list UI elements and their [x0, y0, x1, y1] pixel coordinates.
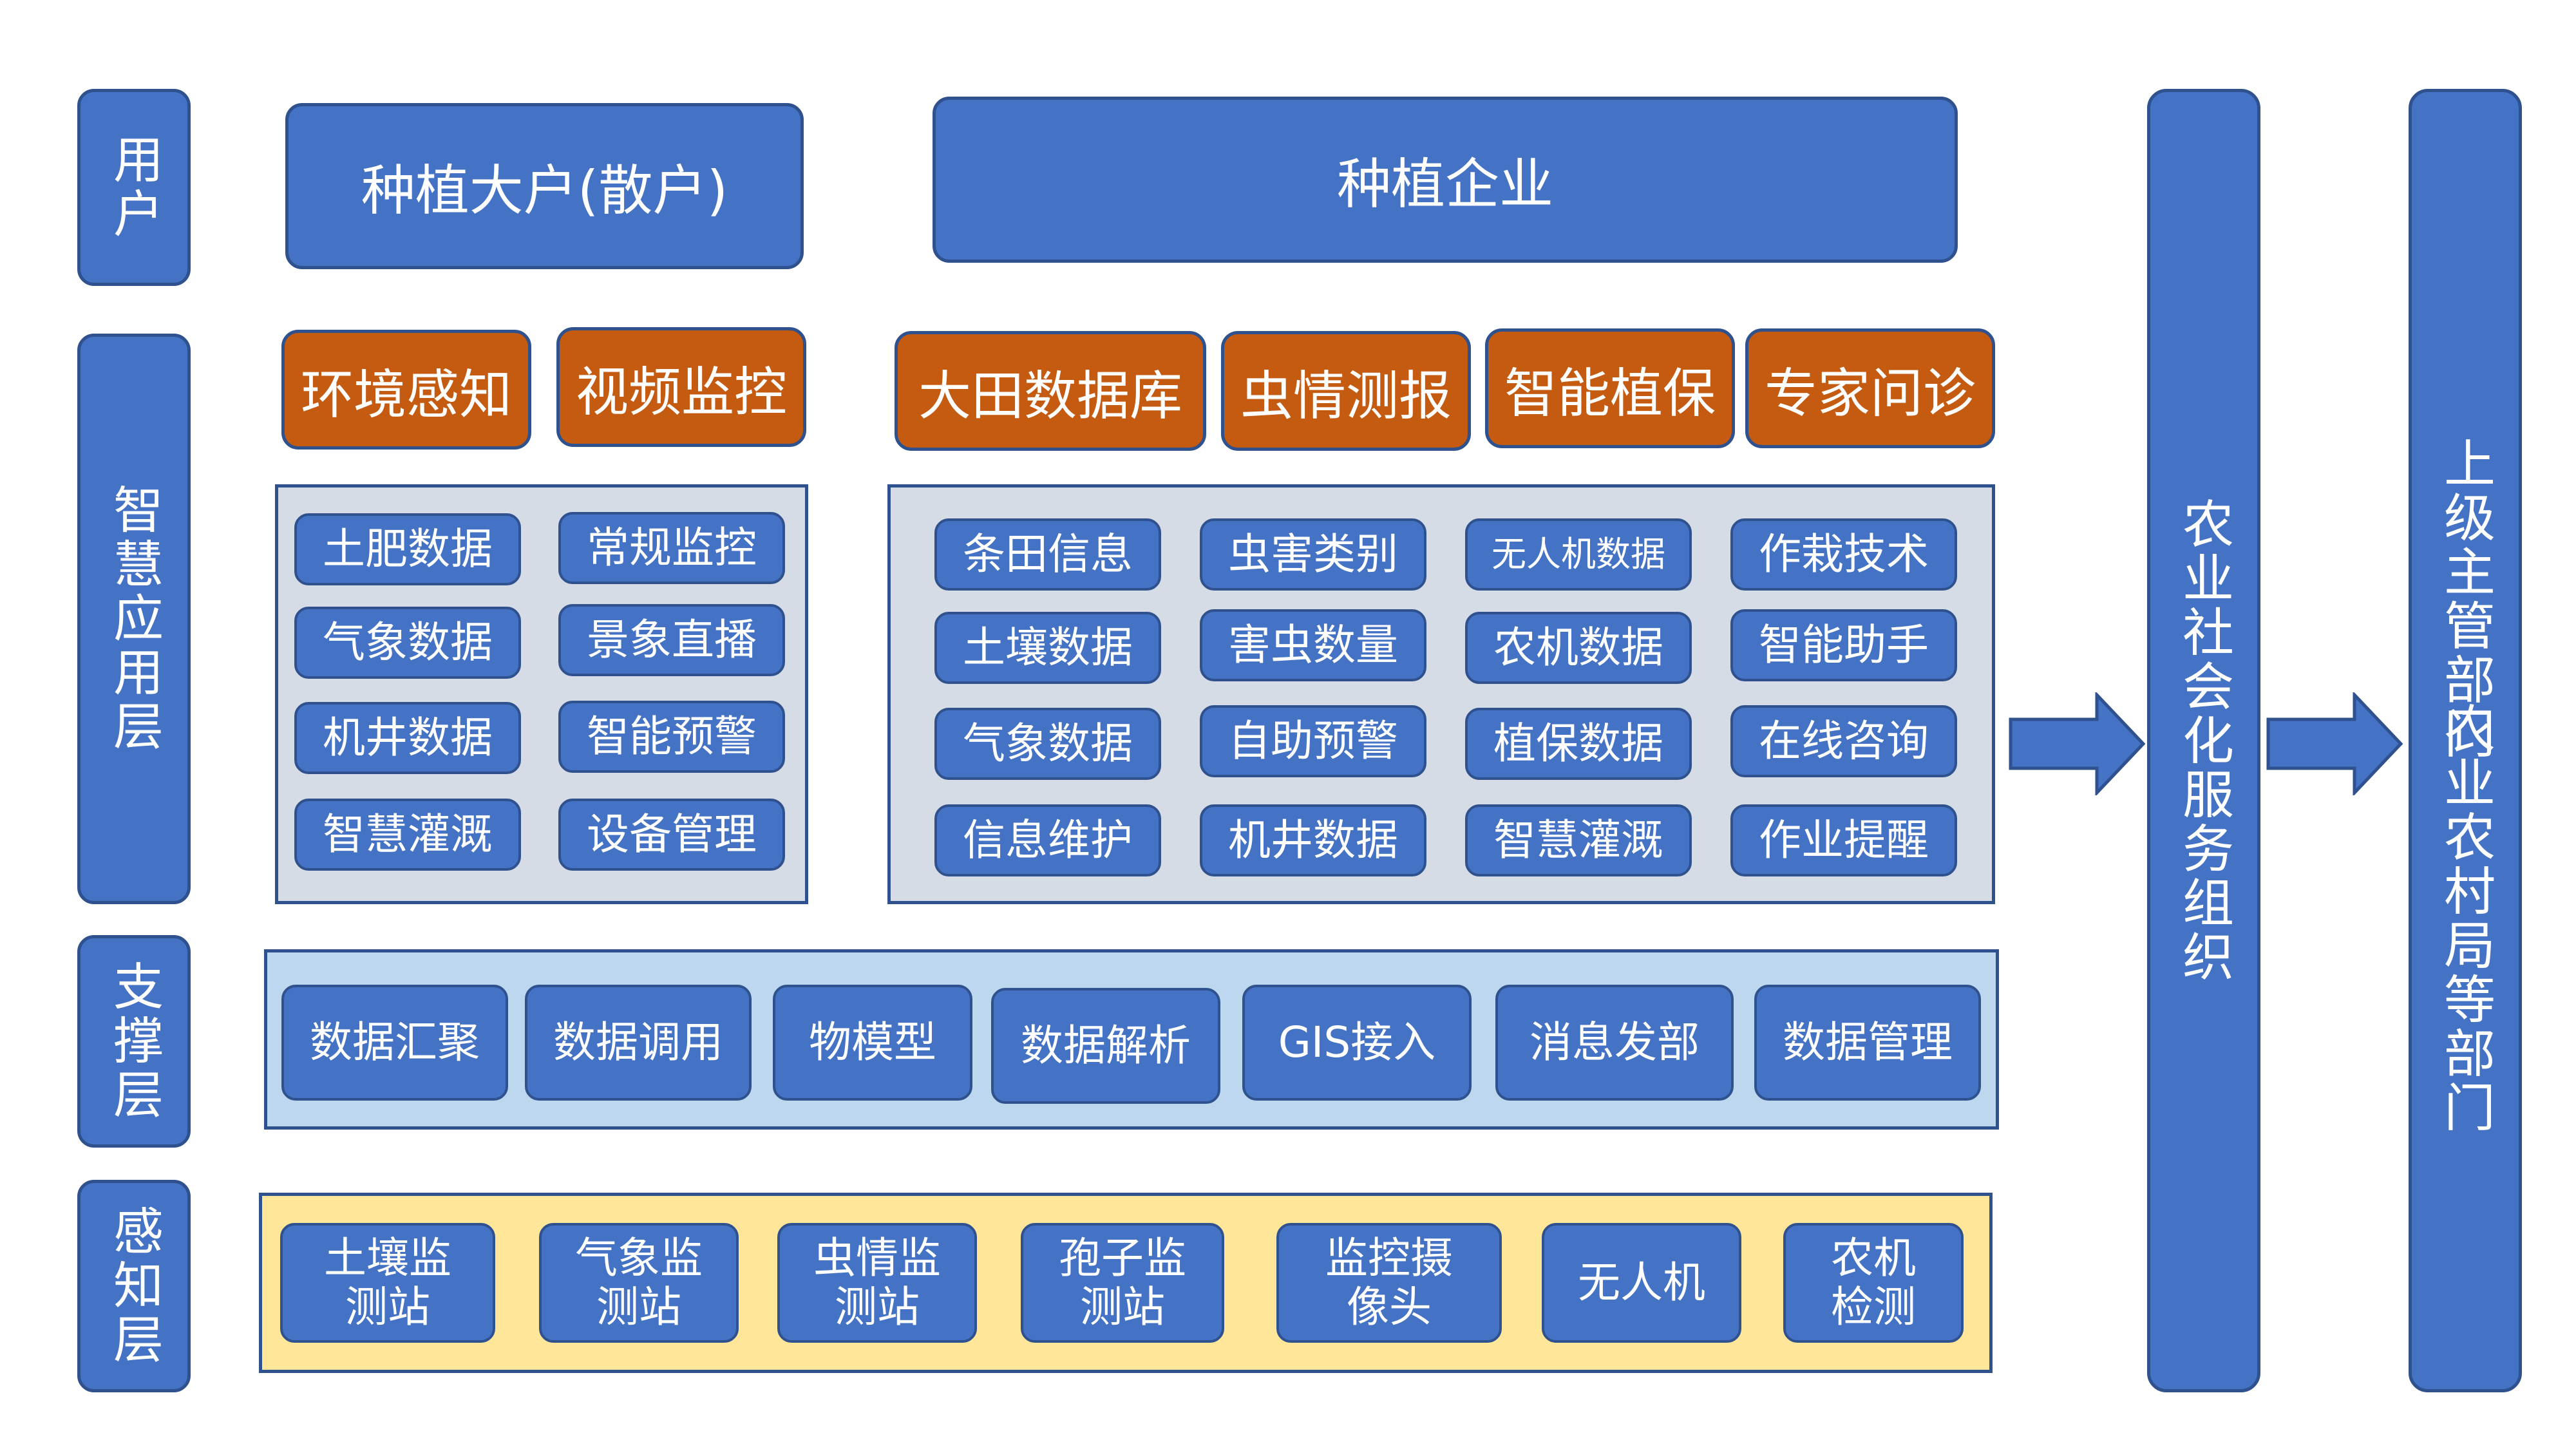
arrow-right-icon: [2009, 692, 2146, 795]
user-large-grower: 种植大户(散户): [285, 103, 804, 269]
app-tag-plant-protect: 智能植保: [1485, 328, 1735, 448]
app-tag-field-db: 大田数据库: [895, 331, 1206, 451]
app-left-item: 智慧灌溉: [294, 799, 521, 871]
app-right-item: 在线咨询: [1730, 705, 1957, 777]
app-tag-video: 视频监控: [556, 327, 806, 447]
app-left-item: 气象数据: [294, 607, 521, 679]
app-left-item: 智能预警: [558, 701, 785, 773]
support-item: 数据解析: [991, 988, 1220, 1104]
app-right-item: 土壤数据: [934, 612, 1161, 684]
app-left-panel: 土肥数据 常规监控 气象数据 景象直播 机井数据 智能预警 智慧灌溉 设备管理: [275, 484, 808, 904]
app-tag-environment: 环境感知: [281, 330, 531, 450]
arrow-right-icon: [2266, 692, 2403, 795]
authority-column: 上级主管部门: [2409, 89, 2522, 1392]
support-item: 数据管理: [1754, 985, 1981, 1101]
app-right-item: 植保数据: [1465, 708, 1692, 780]
perception-item: 无人机: [1542, 1223, 1741, 1343]
support-item: GIS接入: [1242, 985, 1472, 1101]
perception-item: 孢子监 测站: [1021, 1223, 1224, 1343]
perception-item: 虫情监 测站: [777, 1223, 977, 1343]
layer-label-user: 用户: [77, 89, 191, 286]
app-right-item: 作栽技术: [1730, 518, 1957, 591]
perception-item: 气象监 测站: [539, 1223, 739, 1343]
app-left-item: 常规监控: [558, 512, 785, 584]
support-item: 物模型: [773, 985, 972, 1101]
authority-top-label: 上级主管部门: [2436, 437, 2496, 761]
app-right-item: 自助预警: [1200, 705, 1426, 777]
perception-panel: 土壤监 测站 气象监 测站 虫情监 测站 孢子监 测站 监控摄 像头 无人机 农…: [259, 1193, 1993, 1373]
app-left-item: 土肥数据: [294, 513, 521, 585]
layer-label-support: 支撑层: [77, 935, 191, 1148]
app-right-item: 条田信息: [934, 518, 1161, 591]
authority-bottom-label: 农业农村局等部门: [2436, 702, 2496, 1135]
user-enterprise: 种植企业: [933, 97, 1958, 263]
perception-item: 农机 检测: [1783, 1223, 1964, 1343]
layer-label-perception: 感知层: [77, 1180, 191, 1392]
support-panel: 数据汇聚 数据调用 物模型 数据解析 GIS接入 消息发部 数据管理: [264, 949, 1999, 1130]
app-tag-pest-forecast: 虫情测报: [1221, 331, 1471, 451]
support-item: 数据调用: [525, 985, 752, 1101]
support-item: 数据汇聚: [281, 985, 508, 1101]
app-right-item: 害虫数量: [1200, 609, 1426, 681]
app-left-item: 机井数据: [294, 702, 521, 774]
app-right-item: 智能助手: [1730, 609, 1957, 681]
app-left-item: 景象直播: [558, 604, 785, 676]
layer-label-app: 智慧应用层: [77, 334, 191, 904]
service-org-column: 农业社会化服务组织: [2147, 89, 2260, 1392]
app-right-item: 气象数据: [934, 708, 1161, 780]
app-right-item: 作业提醒: [1730, 804, 1957, 876]
support-item: 消息发部: [1495, 985, 1734, 1101]
app-right-item: 农机数据: [1465, 612, 1692, 684]
app-right-item: 无人机数据: [1465, 518, 1692, 591]
app-left-item: 设备管理: [558, 799, 785, 871]
app-right-item: 信息维护: [934, 804, 1161, 876]
perception-item: 土壤监 测站: [280, 1223, 495, 1343]
app-right-item: 机井数据: [1200, 804, 1426, 876]
app-right-item: 智慧灌溉: [1465, 804, 1692, 876]
app-tag-expert: 专家问诊: [1745, 328, 1995, 448]
app-right-item: 虫害类别: [1200, 518, 1426, 591]
app-right-panel: 条田信息 虫害类别 无人机数据 作栽技术 土壤数据 害虫数量 农机数据 智能助手…: [887, 484, 1995, 904]
perception-item: 监控摄 像头: [1276, 1223, 1502, 1343]
